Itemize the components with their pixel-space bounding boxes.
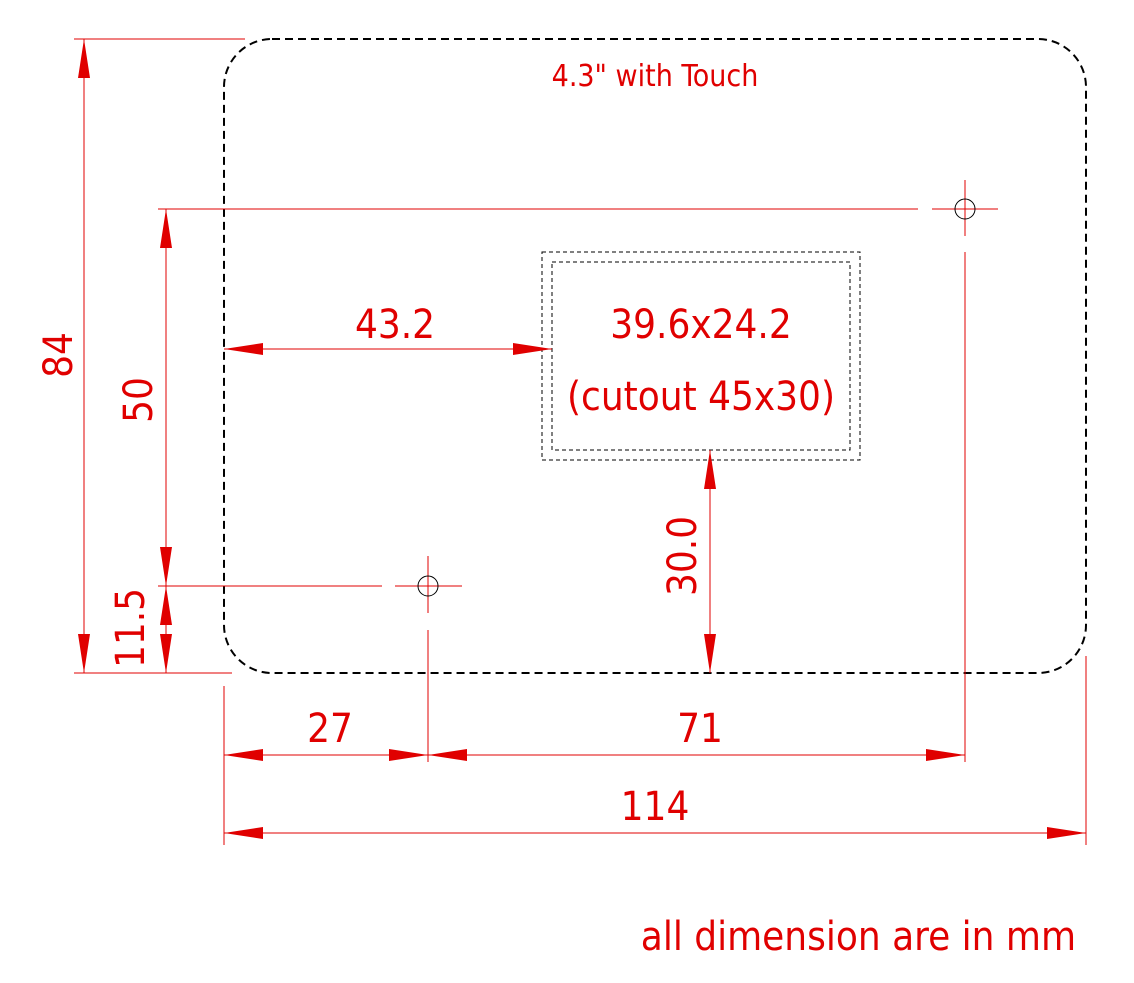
dimension-overall-width: 114 [224, 784, 1086, 839]
cutout-size-label: 39.6x24.2 [610, 302, 791, 348]
dimension-overall-height: 84 [36, 39, 90, 673]
label-overall-width: 114 [621, 784, 690, 830]
dimension-left-to-cutout: 43.2 [224, 302, 552, 355]
dimension-hole-spacing-vertical: 50 [116, 209, 172, 586]
dimension-left-to-hole: 27 [224, 706, 428, 761]
label-hole-spacing-horizontal: 71 [677, 706, 723, 752]
label-left-to-cutout: 43.2 [355, 302, 435, 348]
panel-outline [223, 38, 1087, 674]
dimension-bottom-hole-offset: 11.5 [108, 586, 172, 673]
extension-lines [74, 38, 1087, 845]
label-left-to-hole: 27 [307, 706, 353, 752]
cutout-outer [541, 251, 861, 461]
label-hole-spacing-vertical: 50 [116, 377, 162, 423]
label-cutout-to-bottom: 30.0 [660, 516, 706, 596]
dimension-hole-spacing-horizontal: 71 [428, 706, 965, 761]
cutout-opening-label: (cutout 45x30) [567, 374, 835, 420]
dimension-cutout-to-bottom: 30.0 [660, 450, 716, 673]
mounting-hole-top-right [932, 180, 998, 236]
drawing-title: 4.3" with Touch [552, 59, 759, 94]
label-bottom-hole-offset: 11.5 [108, 588, 154, 668]
units-note: all dimension are in mm [641, 914, 1076, 960]
mounting-hole-bottom-left [395, 556, 462, 613]
cutout-inner [551, 261, 851, 451]
label-overall-height: 84 [36, 332, 82, 378]
